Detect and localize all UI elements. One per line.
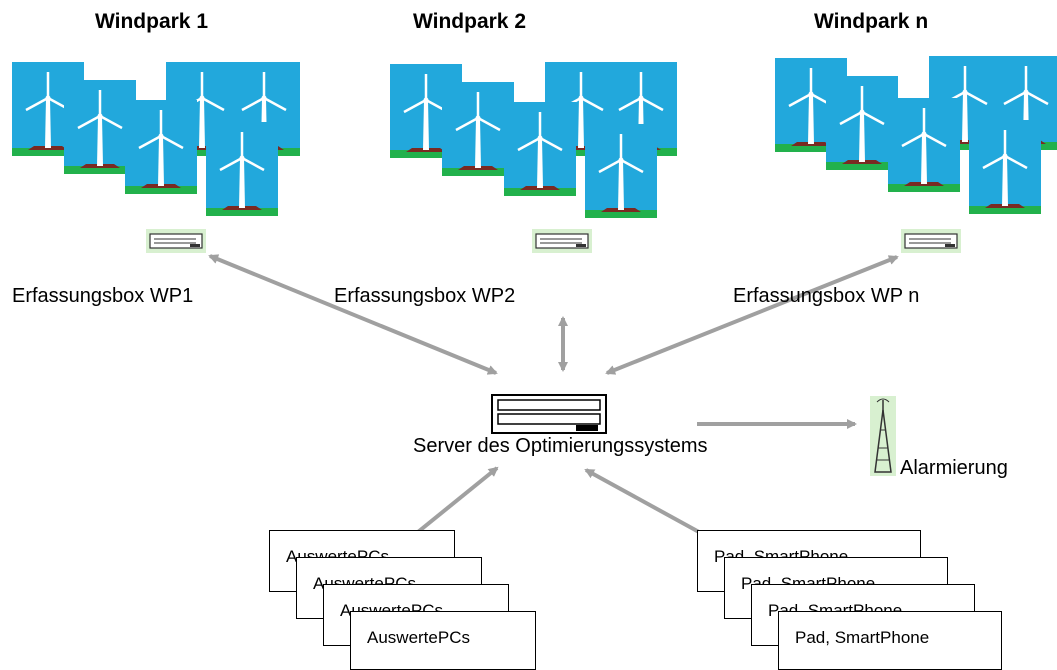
capture-box-wp1-icon bbox=[145, 228, 207, 254]
windpark-n-title: Windpark n bbox=[814, 10, 929, 33]
wind-turbine-icon bbox=[440, 80, 516, 178]
server-icon bbox=[491, 394, 607, 434]
capture-box-wpn-label: Erfassungsbox WP n bbox=[733, 285, 920, 307]
radio-tower-icon bbox=[870, 396, 896, 476]
windpark-2-title: Windpark 2 bbox=[413, 10, 526, 33]
wind-turbine-icon bbox=[123, 98, 199, 196]
card-label: AuswertePCs bbox=[367, 628, 470, 647]
arrow-wp1-server bbox=[208, 254, 498, 375]
smartphone-card: Pad, SmartPhone bbox=[778, 611, 1002, 670]
wind-turbine-icon bbox=[886, 96, 962, 194]
capture-box-wp2-icon bbox=[531, 228, 593, 254]
card-label: Pad, SmartPhone bbox=[795, 628, 930, 647]
capture-box-wp2-label: Erfassungsbox WP2 bbox=[334, 285, 516, 307]
capture-box-wpn-icon bbox=[900, 228, 962, 254]
windpark-1-title: Windpark 1 bbox=[95, 10, 208, 33]
windpark-1-turbines bbox=[10, 60, 302, 218]
windpark-n-turbines bbox=[773, 54, 1057, 216]
arrow-wpn-server bbox=[605, 255, 899, 375]
auswertepc-card: AuswertePCs bbox=[350, 611, 536, 670]
wind-turbine-icon bbox=[583, 122, 659, 220]
capture-box-wp1-label: Erfassungsbox WP1 bbox=[12, 285, 194, 307]
server-label: Server des Optimierungssystems bbox=[413, 435, 708, 457]
windpark-2-turbines bbox=[388, 60, 679, 220]
alarm-label: Alarmierung bbox=[900, 457, 1008, 479]
wind-turbine-icon bbox=[502, 100, 578, 198]
wind-turbine-icon bbox=[967, 118, 1043, 216]
wind-turbine-icon bbox=[824, 74, 900, 172]
wind-turbine-icon bbox=[204, 120, 280, 218]
